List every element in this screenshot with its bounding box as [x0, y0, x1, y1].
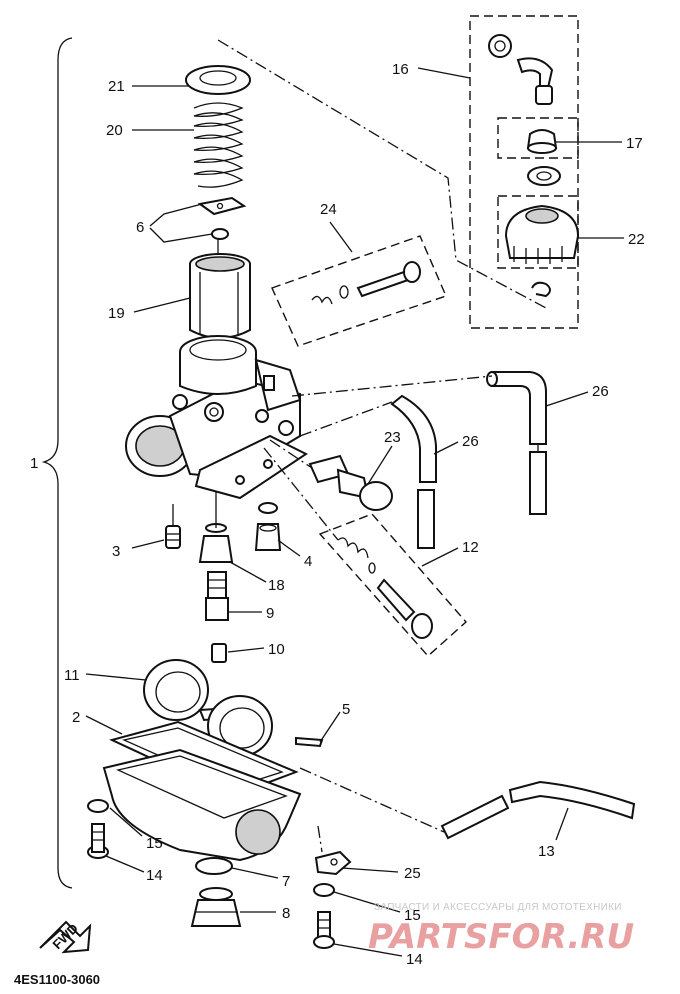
label-12: 12 — [462, 539, 479, 556]
part-22-top-cap — [504, 204, 580, 264]
part-21-cap-washer — [185, 65, 251, 95]
part-13-overflow-hose — [440, 780, 636, 840]
float-bowl — [102, 748, 302, 862]
watermark-logo: PARTSFOR.RU — [368, 917, 634, 957]
dashdot-line-top — [217, 39, 547, 309]
part-18-needle-jet — [198, 523, 234, 563]
label-20: 20 — [106, 122, 123, 139]
fwd-arrow-icon — [39, 920, 92, 954]
dashdot-line-13 — [299, 767, 445, 833]
label-11: 11 — [64, 667, 80, 684]
part-5-pin — [295, 736, 324, 748]
label-26-right: 26 — [592, 383, 609, 400]
label-19: 19 — [108, 305, 125, 322]
part-19-throttle-valve — [189, 253, 251, 339]
part-8-drain-plug — [190, 887, 242, 927]
label-22: 22 — [628, 231, 645, 248]
clip-under-cap — [531, 281, 551, 298]
label-18: 18 — [268, 577, 285, 594]
assembly-bracket — [41, 37, 73, 889]
part-14-screw-right — [313, 911, 335, 949]
watermark-caption: ЗАПЧАСТИ И АКСЕССУАРЫ ДЛЯ МОТОТЕХНИКИ — [374, 902, 622, 913]
label-4: 4 — [304, 553, 312, 570]
group-17-box — [497, 117, 579, 159]
dashdot-line-12 — [263, 447, 339, 541]
label-25: 25 — [404, 865, 421, 882]
group-12-box — [318, 513, 467, 657]
label-3: 3 — [112, 543, 120, 560]
dashdot-line-hose-right — [291, 375, 493, 397]
label-9: 9 — [266, 605, 274, 622]
group-24-box — [271, 235, 447, 347]
part-20-spring — [193, 102, 244, 188]
dashdot-line-23 — [269, 439, 313, 469]
label-14-left: 14 — [146, 867, 163, 884]
part-14-screw-left — [87, 823, 109, 859]
label-21: 21 — [108, 78, 125, 95]
label-5: 5 — [342, 701, 350, 718]
part-24-pilot-screw — [311, 261, 421, 305]
label-23: 23 — [384, 429, 401, 446]
part-16-nut-elbow — [488, 34, 554, 105]
part-code: 4ES1100-3060 — [14, 972, 100, 987]
dashdot-line-25 — [317, 825, 323, 853]
label-24: 24 — [320, 201, 337, 218]
part-9-needle-jet-body — [205, 571, 229, 621]
label-1: 1 — [30, 455, 38, 472]
part-10-main-jet — [211, 643, 227, 663]
part-12-throttle-screw — [337, 537, 433, 639]
part-15-washer-left — [87, 799, 109, 813]
label-10: 10 — [268, 641, 285, 658]
part-17-washer — [527, 166, 561, 186]
part-6-needle-clip — [197, 196, 247, 262]
part-labels: 21 20 6 19 24 16 17 22 26 26 23 1 12 3 4… — [30, 61, 645, 968]
part-25-bracket — [314, 850, 352, 876]
label-17: 17 — [626, 135, 643, 152]
part-23-starter-plunger — [308, 454, 393, 511]
label-13: 13 — [538, 843, 555, 860]
part-26-hose-right — [486, 371, 547, 515]
label-8: 8 — [282, 905, 290, 922]
label-15-left: 15 — [146, 835, 163, 852]
label-2: 2 — [72, 709, 80, 726]
label-15-right: 15 — [404, 907, 421, 924]
part-3-screw — [165, 525, 181, 549]
part-7-o-ring — [195, 857, 233, 875]
part-17-cap — [526, 129, 558, 154]
dashdot-line-hose-middle — [299, 401, 393, 437]
label-14-right: 14 — [406, 951, 423, 968]
label-7: 7 — [282, 873, 290, 890]
part-26-hose-middle — [390, 394, 437, 549]
leader-lines — [85, 67, 624, 957]
part-4-washer-screw — [254, 502, 282, 551]
label-26-middle: 26 — [462, 433, 479, 450]
carburetor-body — [125, 335, 308, 500]
label-6: 6 — [136, 219, 144, 236]
label-16: 16 — [392, 61, 409, 78]
part-15-washer-right — [313, 883, 335, 897]
